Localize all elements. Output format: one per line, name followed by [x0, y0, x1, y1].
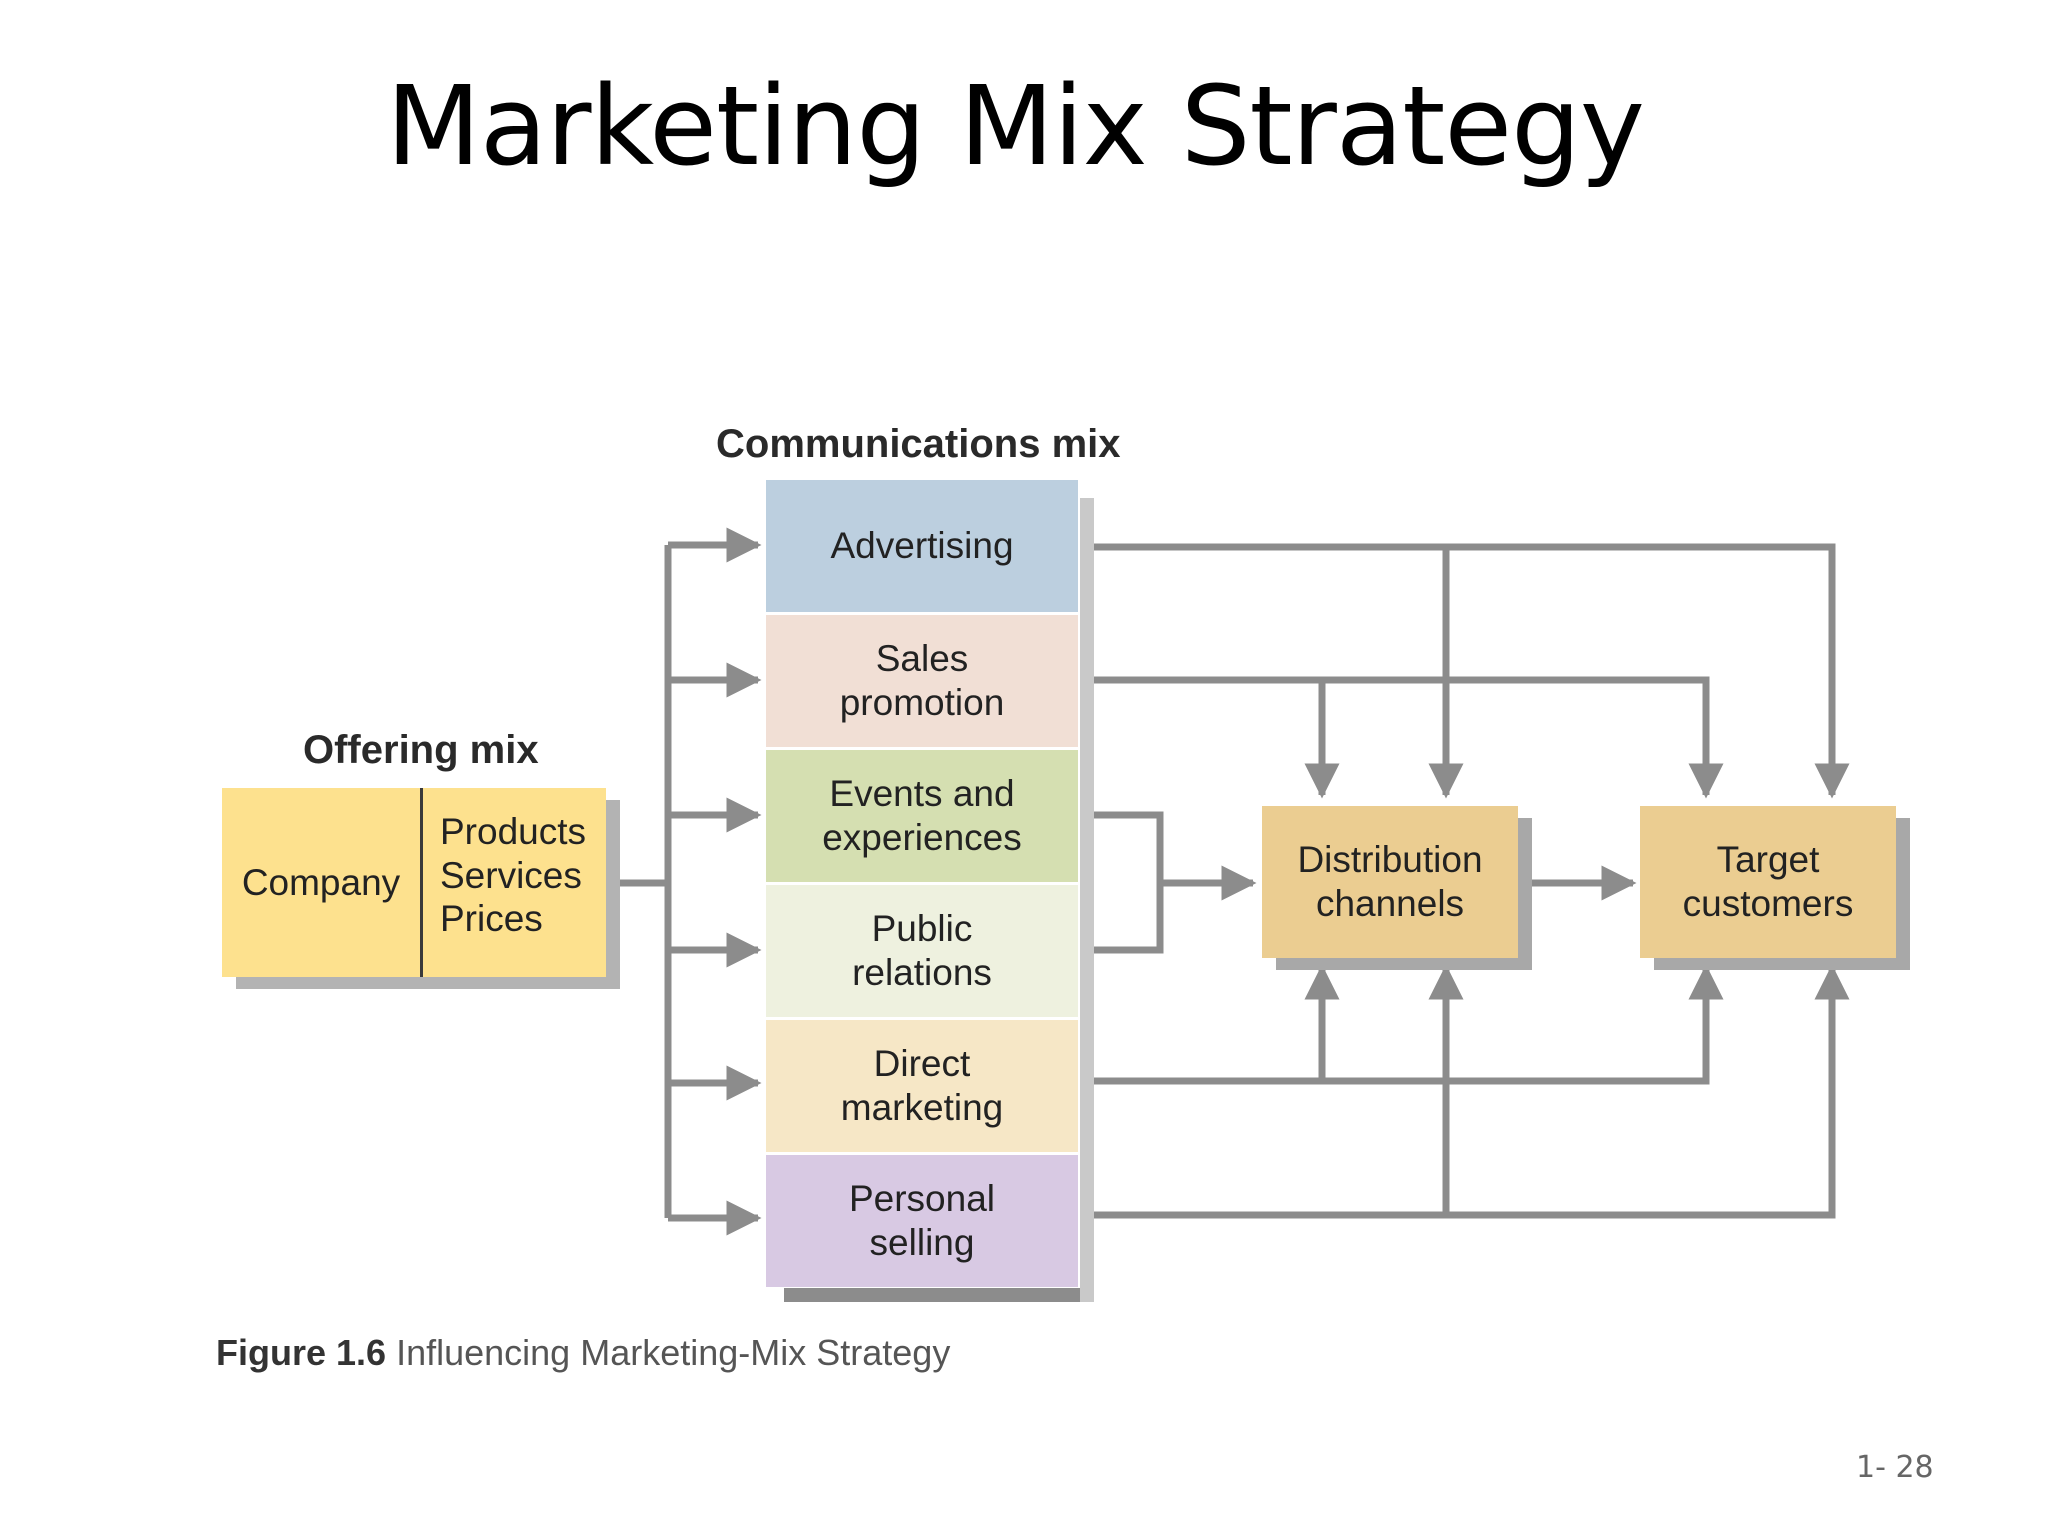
comm-box-personal-selling: Personal selling [766, 1155, 1078, 1287]
figure-caption-text: Influencing Marketing-Mix Strategy [396, 1332, 951, 1373]
communications-shadow [784, 1288, 1094, 1302]
target-customers-box: Target customers [1640, 806, 1896, 958]
offering-items: Products Services Prices [440, 810, 586, 941]
page-number: 1- 28 [1856, 1450, 1934, 1485]
communications-shadow-side [1080, 498, 1094, 1302]
company-label: Company [241, 861, 401, 903]
offering-mix-heading: Offering mix [303, 728, 539, 772]
distribution-channels-box: Distribution channels [1262, 806, 1518, 958]
offering-mix-box: Company Products Services Prices [222, 788, 606, 977]
page-title: Marketing Mix Strategy [385, 62, 1645, 190]
comm-box-public-relations: Public relations [766, 885, 1078, 1017]
comm-box-direct-marketing: Direct marketing [766, 1020, 1078, 1152]
comm-box-events-and-experiences: Events and experiences [766, 750, 1078, 882]
comm-box-advertising: Advertising [766, 480, 1078, 612]
offering-divider [420, 788, 423, 977]
offering-item-products: Products [440, 811, 587, 852]
comm-box-sales-promotion: Sales promotion [766, 615, 1078, 747]
communications-mix-heading: Communications mix [716, 422, 1121, 466]
offering-item-prices: Prices [440, 898, 543, 940]
figure-number: Figure 1.6 [216, 1332, 387, 1373]
offering-item-services: Services [440, 854, 582, 896]
figure-caption: Figure 1.6 Influencing Marketing-Mix Str… [216, 1332, 950, 1374]
